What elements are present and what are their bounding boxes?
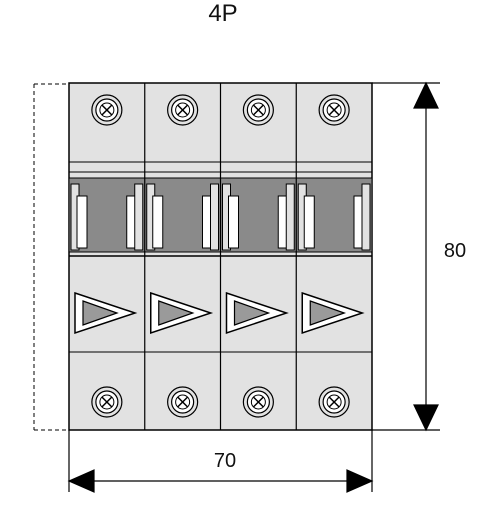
top-screw-icon-head <box>250 102 266 118</box>
bottom-screw-icon-slot-b <box>177 396 189 408</box>
width-dimension <box>67 430 374 493</box>
bottom-screw-icon-slot-b <box>328 396 340 408</box>
dashed-outline <box>33 83 68 431</box>
diagram-title: 4P <box>208 0 238 27</box>
arrow-inner-icon <box>82 300 119 326</box>
top-screw-icon-slot-b <box>101 104 113 116</box>
bottom-screw-icon-head <box>326 394 342 410</box>
top-screw-icon-slot-b <box>252 104 264 116</box>
top-screw-icon-slot-b <box>177 104 189 116</box>
bottom-screw-icon-slot-b <box>252 396 264 408</box>
bottom-screw-icon-head <box>99 394 115 410</box>
height-dimension <box>372 81 440 432</box>
width-label: 70 <box>213 450 237 472</box>
band-tab-right <box>285 183 295 251</box>
bottom-screw-icon-slot-b <box>101 396 113 408</box>
bottom-screw-icon-head <box>175 394 191 410</box>
arrow-inner-icon <box>233 300 271 326</box>
band-slot-left <box>228 195 239 249</box>
top-screw-icon-slot-b <box>328 104 340 116</box>
arrow-inner-icon <box>309 300 347 326</box>
band-tab-right <box>134 183 144 251</box>
top-screw-icon-head <box>99 102 115 118</box>
band-slot-left <box>303 195 315 249</box>
arrow-inner-icon <box>158 300 195 326</box>
height-label: 80 <box>443 240 467 262</box>
poles-group <box>70 83 371 430</box>
bottom-screw-icon-head <box>250 394 266 410</box>
band-tab-right <box>361 183 371 251</box>
band-slot-left <box>152 195 164 249</box>
top-screw-icon-head <box>326 102 342 118</box>
band-tab-right <box>210 183 219 251</box>
top-screw-icon-head <box>175 102 191 118</box>
band-slot-left <box>76 195 88 249</box>
